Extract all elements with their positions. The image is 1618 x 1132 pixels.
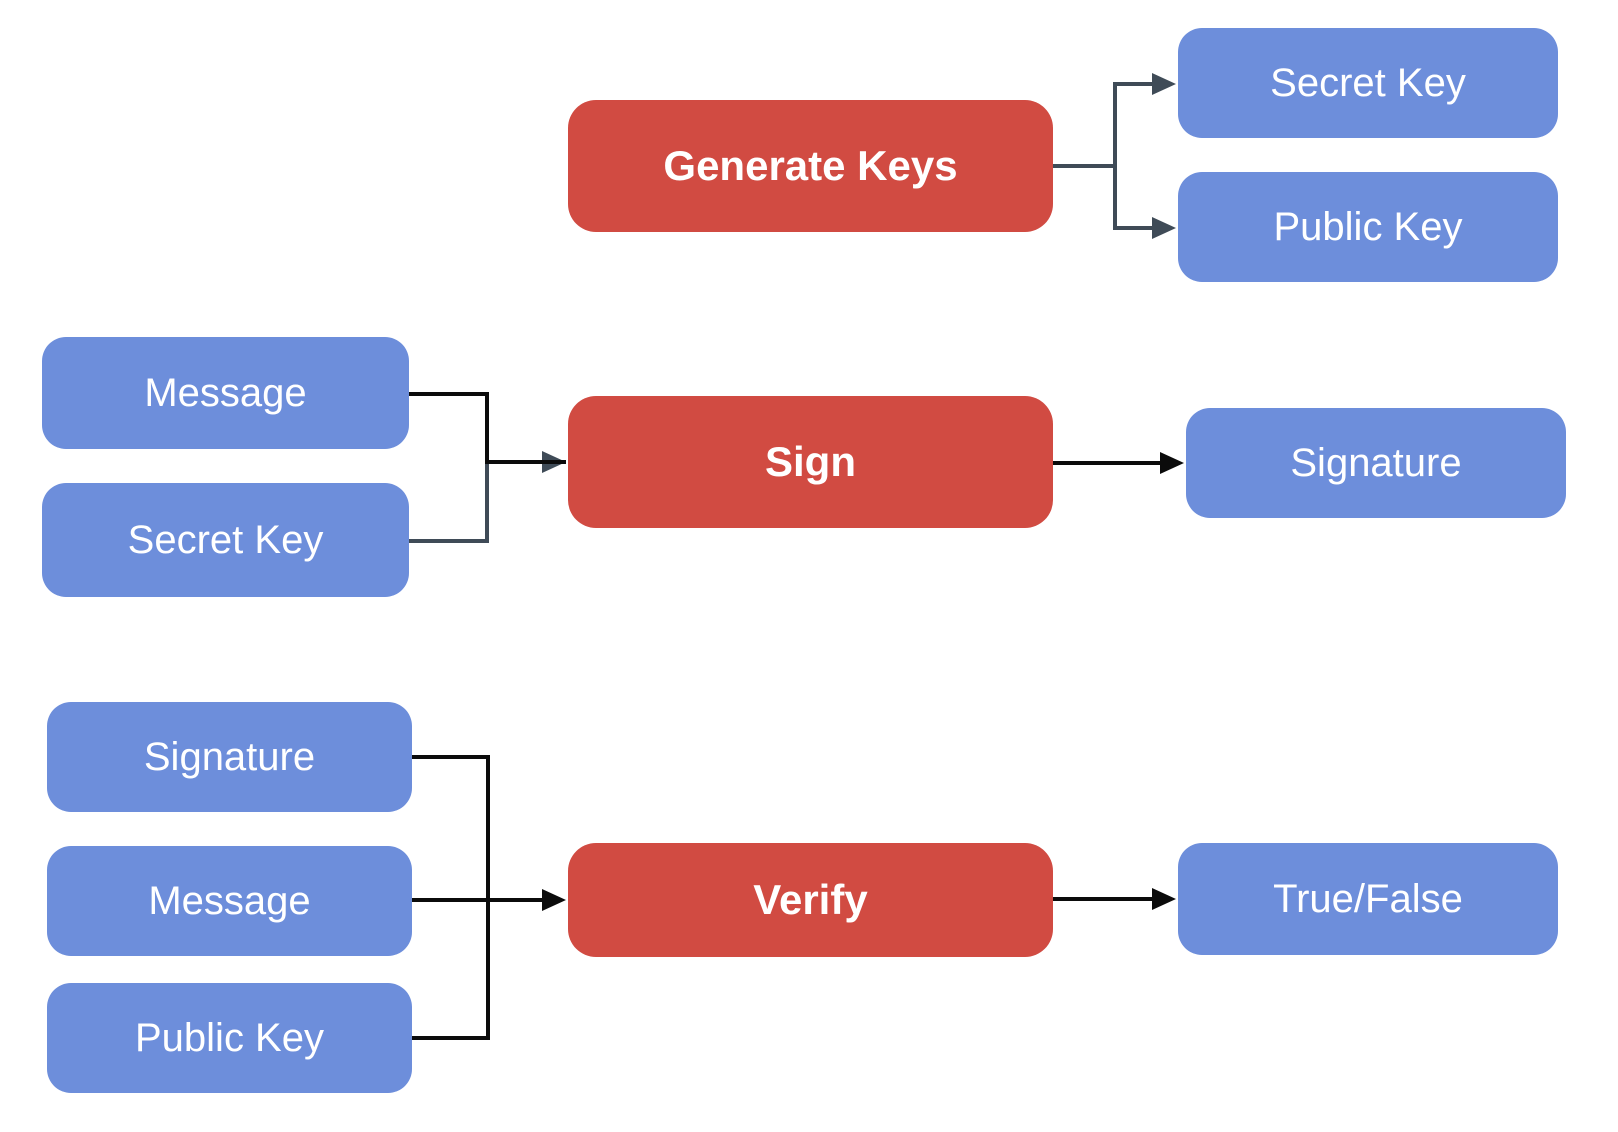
node-public-key-verify-input-label: Public Key — [135, 1016, 324, 1060]
connector-signature-to-verify — [412, 755, 490, 900]
node-public-key-verify-input: Public Key — [47, 983, 412, 1093]
node-true-false-output: True/False — [1178, 843, 1558, 955]
connector-secretkey-to-sign — [409, 460, 546, 543]
arrowhead-sign-input — [542, 451, 566, 473]
node-signature-verify-input-label: Signature — [143, 735, 316, 779]
node-public-key-output-label: Public Key — [1273, 205, 1463, 249]
node-signature-verify-input: Signature — [47, 702, 412, 812]
node-message-sign-input-label: Message — [144, 371, 307, 415]
node-message-verify-input-label: Message — [148, 879, 311, 923]
node-verify-label: Verify — [753, 875, 868, 923]
arrowhead-truefalse-out — [1152, 888, 1176, 910]
node-signature-output-label: Signature — [1290, 441, 1462, 485]
node-secret-key-output: Secret Key — [1178, 28, 1558, 138]
node-secret-key-sign-input-label: Secret Key — [127, 518, 324, 562]
arrowhead-secret-key-out — [1152, 73, 1176, 95]
arrowhead-verify-input — [542, 889, 566, 911]
node-public-key-output: Public Key — [1178, 172, 1558, 282]
node-true-false-output-label: True/False — [1273, 877, 1463, 921]
node-generate-keys-label: Generate Keys — [663, 141, 958, 189]
node-sign: Sign — [568, 396, 1053, 528]
node-secret-key-output-label: Secret Key — [1270, 61, 1466, 105]
connector-publickey-to-verify — [412, 900, 490, 1040]
connector-message-to-sign — [409, 392, 566, 464]
arrowhead-signature-out — [1160, 452, 1184, 474]
node-sign-label: Sign — [765, 437, 856, 485]
arrowhead-public-key-out — [1152, 217, 1176, 239]
node-verify: Verify — [568, 843, 1053, 957]
node-message-verify-input: Message — [47, 846, 412, 956]
node-message-sign-input: Message — [42, 337, 409, 449]
node-secret-key-sign-input: Secret Key — [42, 483, 409, 597]
node-generate-keys: Generate Keys — [568, 100, 1053, 232]
node-signature-output: Signature — [1186, 408, 1566, 518]
